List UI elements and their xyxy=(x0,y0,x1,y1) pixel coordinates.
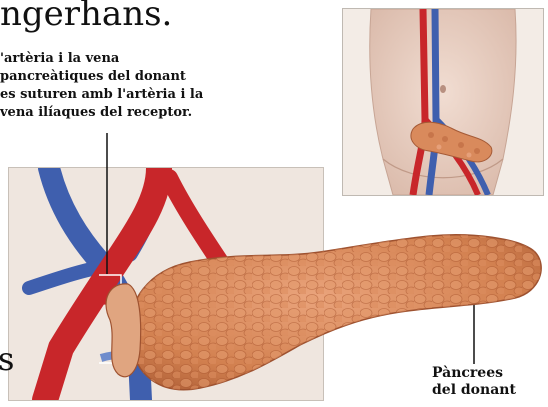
pancreas-label-line-2: del donant xyxy=(432,382,548,399)
cropped-text-fragment: s xyxy=(0,340,14,378)
duodenum-segment xyxy=(106,284,141,377)
pancreas-label-line-1: Pàncrees xyxy=(432,365,548,382)
pancreas-label: Pàncrees del donant xyxy=(432,365,548,399)
